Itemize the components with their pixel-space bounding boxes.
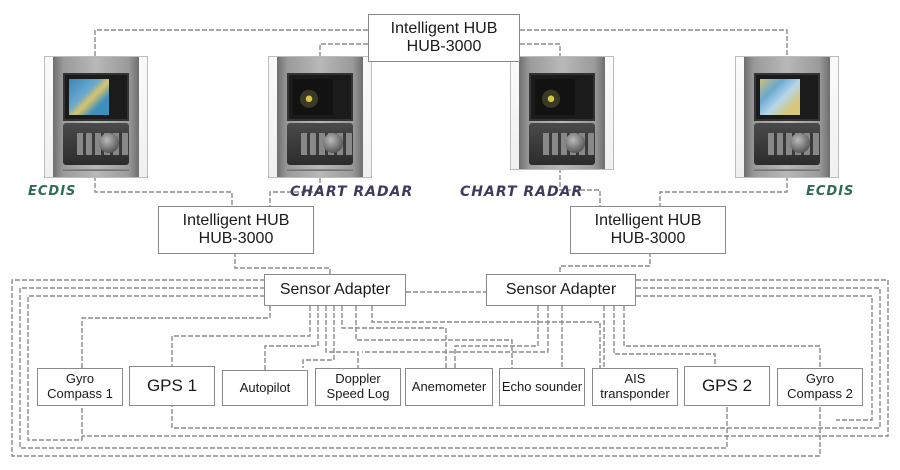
ecdis-brand-right: ECDIS xyxy=(806,184,855,199)
chart-radar-brand-left: CHART RADAR xyxy=(290,184,414,200)
sensor-label-line2: Compass 1 xyxy=(47,386,113,401)
sensor-label-line2: Speed Log xyxy=(326,386,390,401)
sensor-autopilot: Autopilot xyxy=(222,370,308,406)
control-panel xyxy=(754,123,820,165)
sensor-label-line2: transponder xyxy=(600,386,670,401)
intelligent-hub-top: Intelligent HUB HUB-3000 xyxy=(368,14,520,62)
control-panel xyxy=(529,123,595,165)
console-body xyxy=(744,57,830,177)
sensor-adapter-left: Sensor Adapter xyxy=(264,274,406,306)
sensor-label: Gyro xyxy=(65,371,95,387)
chart-radar-console-right xyxy=(510,56,614,170)
console-body xyxy=(519,57,605,169)
console-body xyxy=(53,57,139,177)
sensor-label: Autopilot xyxy=(239,379,291,395)
console-base xyxy=(287,169,353,171)
sensor-label-line2: Compass 2 xyxy=(787,386,853,401)
ecdis-screen xyxy=(754,73,820,121)
control-panel xyxy=(287,123,353,165)
sensor-ais-transponder: AIS transponder xyxy=(592,368,678,406)
sensor-gps-2: GPS 2 xyxy=(684,366,770,406)
chart-radar-brand-right: CHART RADAR xyxy=(460,184,584,200)
radar-screen xyxy=(529,73,595,121)
intelligent-hub-right: Intelligent HUB HUB-3000 xyxy=(570,206,726,254)
sensor-label: GPS 2 xyxy=(701,376,753,396)
ecdis-console-right xyxy=(735,56,839,178)
ecdis-screen xyxy=(63,73,129,121)
radar-screen xyxy=(287,73,353,121)
sensor-label: Doppler xyxy=(335,371,381,387)
console-body xyxy=(277,57,363,177)
sensor-label: Anemometer xyxy=(411,378,487,394)
sensor-label: Gyro xyxy=(805,371,835,387)
hub-model: HUB-3000 xyxy=(198,230,274,247)
hub-model: HUB-3000 xyxy=(610,230,686,247)
sensor-label: AIS xyxy=(624,371,646,387)
ecdis-brand-left: ECDIS xyxy=(28,184,77,199)
hub-name: Intelligent HUB xyxy=(182,211,290,229)
sensor-label: Echo sounder xyxy=(501,378,583,394)
chart-radar-console-left xyxy=(268,56,372,178)
sensor-gps-1: GPS 1 xyxy=(129,366,215,406)
sensor-label: GPS 1 xyxy=(146,376,198,396)
hub-name: Intelligent HUB xyxy=(594,211,702,229)
sensor-adapter-right: Sensor Adapter xyxy=(486,274,636,306)
control-panel xyxy=(63,123,129,165)
console-base xyxy=(63,169,129,171)
ecdis-console-left xyxy=(44,56,148,178)
sensor-anemometer: Anemometer xyxy=(405,368,493,406)
intelligent-hub-left: Intelligent HUB HUB-3000 xyxy=(158,206,314,254)
sensor-gyro-compass-1: Gyro Compass 1 xyxy=(37,368,123,406)
hub-name: Intelligent HUB xyxy=(390,19,498,37)
sensor-echo-sounder: Echo sounder xyxy=(499,368,585,406)
sensor-gyro-compass-2: Gyro Compass 2 xyxy=(777,368,863,406)
sensor-doppler-speed-log: Doppler Speed Log xyxy=(315,368,401,406)
hub-model: HUB-3000 xyxy=(406,38,482,55)
console-base xyxy=(754,169,820,171)
